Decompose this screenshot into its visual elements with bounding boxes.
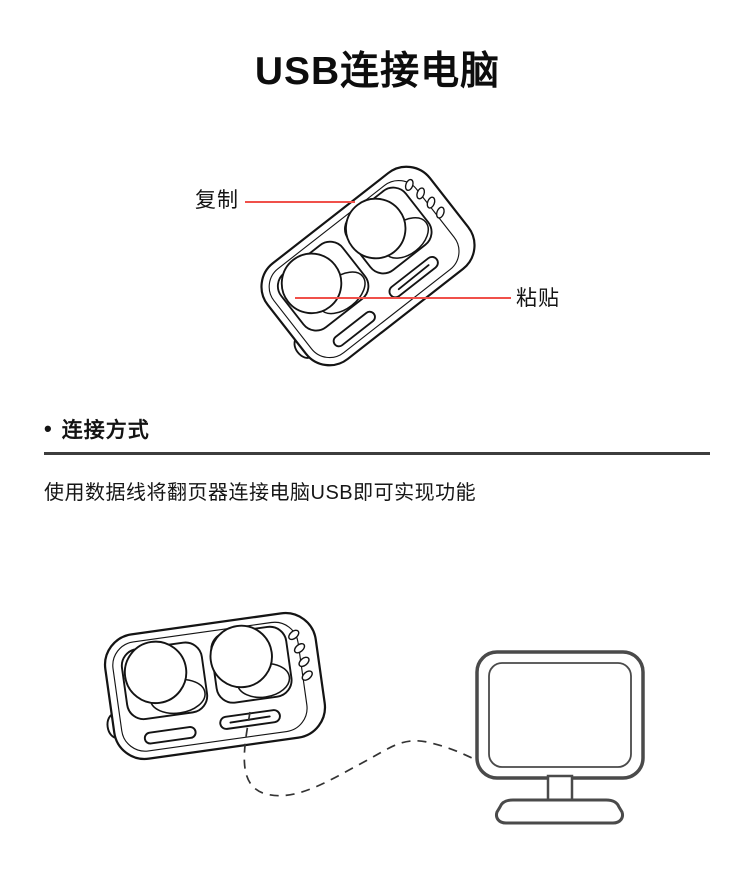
section-heading: 连接方式 (61, 419, 150, 442)
page-turner-device-drawing (244, 153, 488, 382)
paste-callout-line (295, 297, 511, 299)
copy-callout-line (245, 201, 355, 203)
usb-cable-dashed-line (243, 711, 473, 797)
monitor-screen (488, 662, 632, 768)
page-title: USB连接电脑 (254, 50, 501, 93)
paste-button-label: 粘贴 (516, 287, 560, 310)
monitor-stand (546, 774, 574, 803)
monitor-frame (475, 650, 645, 780)
bullet-icon: • (44, 416, 53, 441)
section-heading-row: • 连接方式 (44, 414, 150, 444)
page-turner-device-drawing-small (94, 607, 331, 765)
computer-monitor-drawing (475, 650, 645, 825)
section-divider (44, 452, 710, 455)
button-callout-figure (244, 153, 488, 382)
monitor-base (495, 798, 624, 825)
copy-button-label: 复制 (195, 189, 239, 212)
usb-connection-figure (94, 607, 645, 825)
section-body-text: 使用数据线将翻页器连接电脑USB即可实现功能 (44, 482, 477, 504)
